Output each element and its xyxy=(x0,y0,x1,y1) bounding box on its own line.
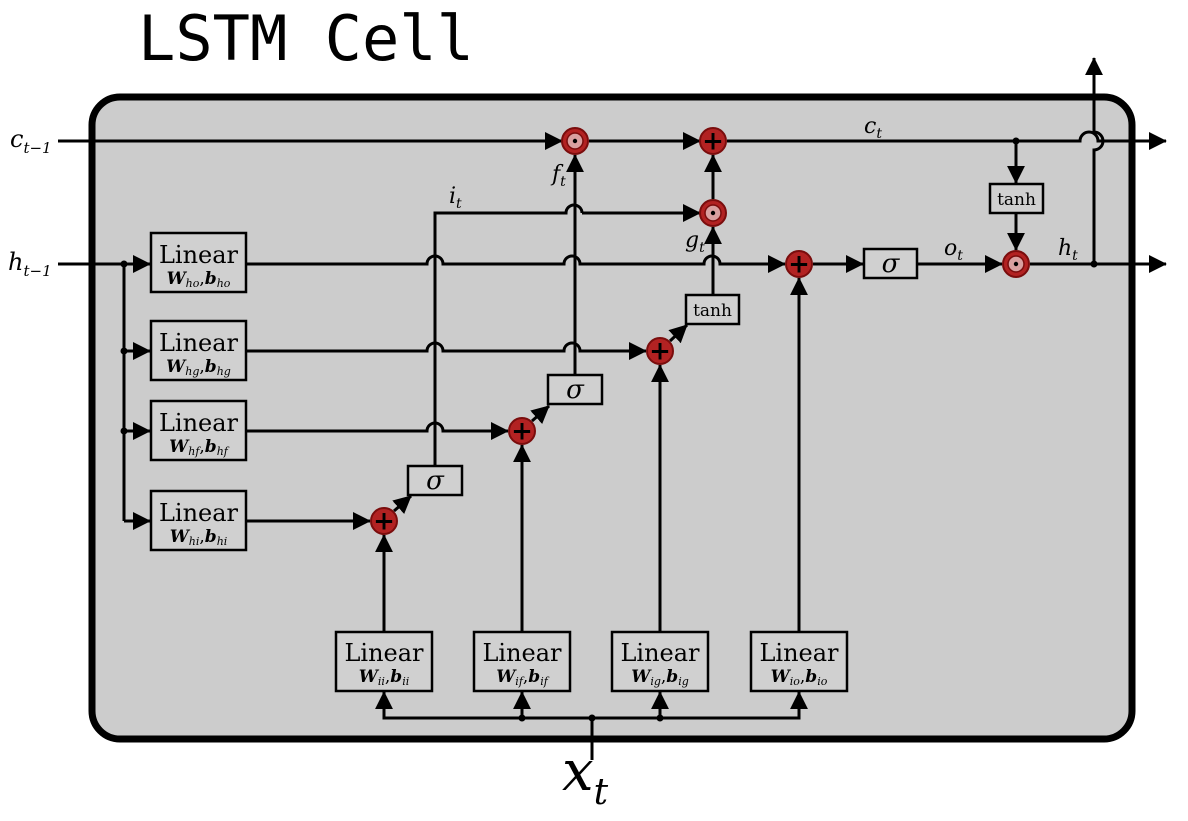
label-i-t: it xyxy=(449,184,462,212)
linear-box-if: Linear Wif,bif xyxy=(472,630,572,693)
linear-params: Whg,bhg xyxy=(166,357,231,378)
linear-params: Wig,big xyxy=(631,667,689,688)
tanh-label: tanh xyxy=(693,301,732,321)
wire-c-out xyxy=(727,130,1167,150)
linear-params: Wif,bif xyxy=(496,667,550,688)
linear-box-ig: Linear Wig,big xyxy=(610,630,710,693)
label-h-prev: ht−1 xyxy=(8,248,52,280)
linear-box-hi: Linear Whi,bhi xyxy=(149,489,248,552)
linear-box-ho: Linear Who,bho xyxy=(149,231,248,294)
page-title: LSTM Cell xyxy=(138,2,474,75)
linear-box-ii: Linear Wii,bii xyxy=(334,630,434,693)
hadamard-icon xyxy=(1013,261,1019,267)
label-c-t: ct xyxy=(864,114,882,142)
wire-add-g-to-tanh xyxy=(668,323,689,344)
sigma-label: σ xyxy=(426,466,445,496)
plus-icon: + xyxy=(649,337,671,367)
junction-dot xyxy=(120,427,128,435)
sigma-label: σ xyxy=(566,375,585,405)
label-x: xt xyxy=(562,739,609,813)
linear-params: Whf,bhf xyxy=(169,437,230,458)
plus-icon: + xyxy=(511,417,533,447)
linear-label: Linear xyxy=(159,499,239,527)
junction-dot xyxy=(1090,260,1098,268)
wire-i-gate xyxy=(433,203,584,466)
linear-label: Linear xyxy=(159,329,239,357)
linear-label: Linear xyxy=(759,639,839,667)
sigma-box-f: σ xyxy=(546,373,604,406)
label-o-t: ot xyxy=(944,236,963,264)
wire-add-f-to-sigma xyxy=(530,404,550,425)
linear-label: Linear xyxy=(159,241,239,269)
label-g-t: gt xyxy=(685,228,705,256)
sigma-box-o: σ xyxy=(862,247,919,280)
hadamard-icon xyxy=(710,210,716,216)
wire-h-up xyxy=(1085,57,1105,264)
sigma-label: σ xyxy=(882,249,901,279)
junction-dot xyxy=(120,260,128,268)
junction-dot xyxy=(120,347,128,355)
add-node-f: + xyxy=(508,417,536,447)
linear-box-hf: Linear Whf,bhf xyxy=(149,399,248,462)
linear-label: Linear xyxy=(482,639,562,667)
label-h-t: ht xyxy=(1058,236,1078,264)
linear-params: Wio,bio xyxy=(771,667,828,688)
junction-dot xyxy=(518,714,526,722)
add-node-g: + xyxy=(646,337,674,367)
plus-icon: + xyxy=(702,127,724,157)
junction-dot xyxy=(656,714,664,722)
linear-params: Wii,bii xyxy=(359,667,409,688)
add-node-i: + xyxy=(370,507,398,537)
linear-box-io: Linear Wio,bio xyxy=(749,630,849,693)
sigma-box-i: σ xyxy=(406,464,464,497)
linear-label: Linear xyxy=(159,409,239,437)
mul-node-o xyxy=(1002,250,1030,278)
linear-params: Whi,bhi xyxy=(170,527,228,548)
linear-params: Who,bho xyxy=(167,269,231,290)
linear-box-hg: Linear Whg,bhg xyxy=(149,319,248,382)
wire-hg-to-add xyxy=(246,341,647,360)
mul-node-i xyxy=(699,199,727,227)
add-node-c: + xyxy=(699,127,727,157)
label-c-prev: ct−1 xyxy=(10,125,52,157)
plus-icon: + xyxy=(788,250,810,280)
mul-node-f xyxy=(561,127,589,155)
junction-dot xyxy=(588,714,596,722)
junction-dot xyxy=(1012,137,1020,145)
hadamard-icon xyxy=(572,138,578,144)
tanh-label: tanh xyxy=(997,190,1036,210)
add-node-o: + xyxy=(785,250,813,280)
linear-label: Linear xyxy=(344,639,424,667)
plus-icon: + xyxy=(373,507,395,537)
tanh-box-c: tanh xyxy=(988,182,1045,215)
tanh-box-g: tanh xyxy=(684,293,741,326)
wire-add-i-to-sigma xyxy=(392,494,412,515)
junction-dots xyxy=(120,137,1098,722)
linear-label: Linear xyxy=(620,639,700,667)
